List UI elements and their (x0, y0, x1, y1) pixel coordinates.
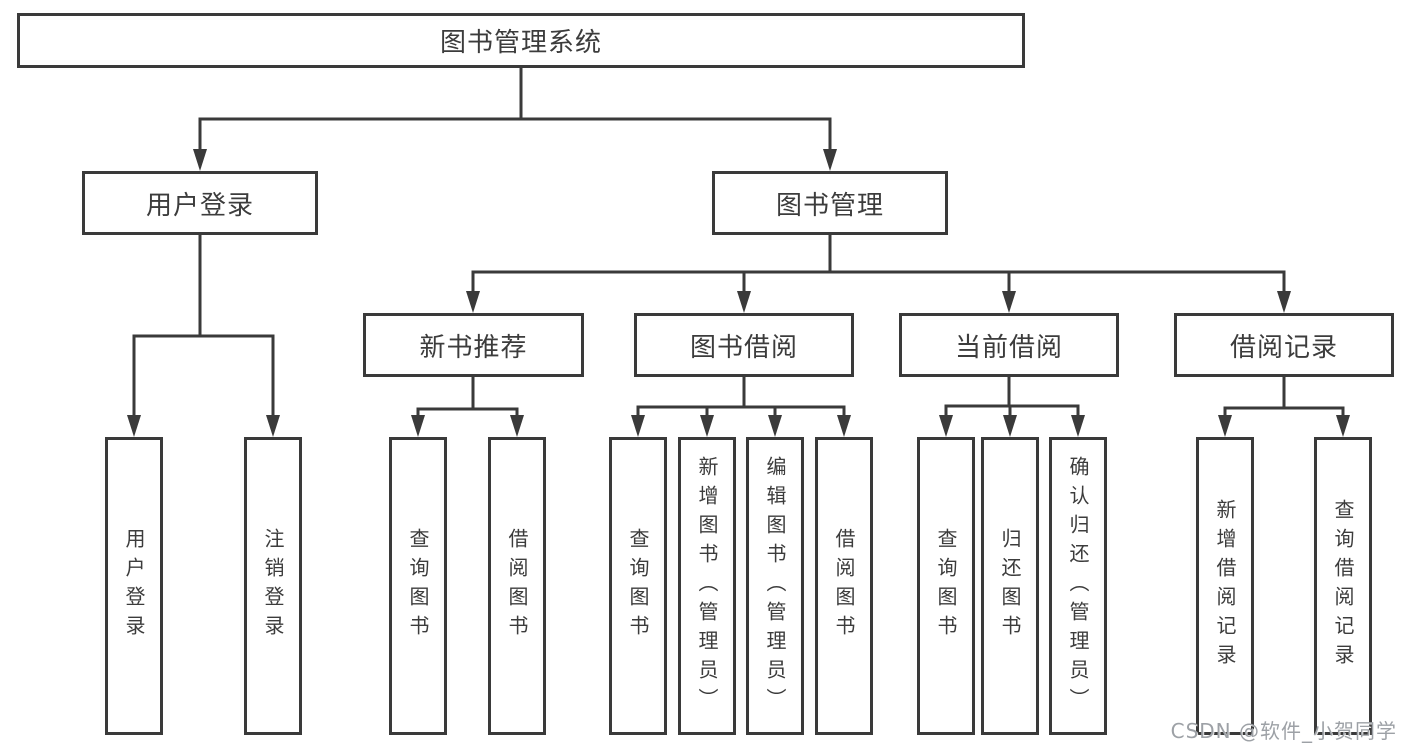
leaf-edit-books-admin-label: 编辑图书（管理员） (763, 455, 787, 717)
connector-book-borrow-children (631, 375, 851, 437)
leaf-query-borrow-record: 查询借阅记录 (1314, 437, 1372, 735)
leaf-user-login-label: 用户登录 (122, 528, 146, 644)
node-borrow-records-label: 借阅记录 (1229, 332, 1338, 363)
node-current-borrow-label: 当前借阅 (954, 332, 1063, 363)
leaf-newbooks-borrow-books-label: 借阅图书 (505, 528, 529, 644)
node-book-mgmt-label: 图书管理 (775, 190, 884, 221)
leaf-edit-books-admin: 编辑图书（管理员） (746, 437, 804, 735)
connector-user-login-children (127, 233, 280, 437)
node-new-books: 新书推荐 (363, 313, 584, 377)
node-book-mgmt: 图书管理 (712, 171, 948, 235)
node-root-label: 图书管理系统 (439, 28, 602, 58)
leaf-newbooks-query-books-label: 查询图书 (406, 528, 430, 644)
leaf-add-borrow-record-label: 新增借阅记录 (1213, 499, 1237, 673)
connector-borrow-records-children (1218, 375, 1350, 437)
connector-root-to-level2 (193, 66, 837, 171)
leaf-query-borrow-record-label: 查询借阅记录 (1331, 499, 1355, 673)
node-book-borrow-label: 图书借阅 (689, 332, 798, 363)
leaf-borrow-borrow-books-label: 借阅图书 (832, 528, 856, 644)
leaf-add-books-admin: 新增图书（管理员） (678, 437, 736, 735)
node-borrow-records: 借阅记录 (1174, 313, 1394, 377)
leaf-borrow-borrow-books: 借阅图书 (815, 437, 873, 735)
connector-book-mgmt-children (466, 233, 1291, 313)
leaf-confirm-return-admin: 确认归还（管理员） (1049, 437, 1107, 735)
leaf-borrow-query-books-label: 查询图书 (626, 528, 650, 644)
leaf-logout-login: 注销登录 (244, 437, 302, 735)
leaf-return-books-label: 归还图书 (998, 528, 1022, 644)
leaf-current-query-books-label: 查询图书 (934, 528, 958, 644)
leaf-add-books-admin-label: 新增图书（管理员） (695, 455, 719, 717)
node-user-login-label: 用户登录 (145, 190, 254, 221)
leaf-return-books: 归还图书 (981, 437, 1039, 735)
node-new-books-label: 新书推荐 (419, 332, 528, 363)
watermark: CSDN @软件_小贺同学 (1170, 719, 1397, 743)
leaf-newbooks-query-books: 查询图书 (389, 437, 447, 735)
node-user-login: 用户登录 (82, 171, 318, 235)
leaf-borrow-query-books: 查询图书 (609, 437, 667, 735)
leaf-add-borrow-record: 新增借阅记录 (1196, 437, 1254, 735)
connector-current-borrow-children (939, 375, 1085, 437)
node-book-borrow: 图书借阅 (634, 313, 854, 377)
leaf-user-login: 用户登录 (105, 437, 163, 735)
leaf-newbooks-borrow-books: 借阅图书 (488, 437, 546, 735)
connector-new-books-children (411, 375, 524, 437)
leaf-confirm-return-admin-label: 确认归还（管理员） (1066, 455, 1090, 717)
leaf-current-query-books: 查询图书 (917, 437, 975, 735)
leaf-logout-login-label: 注销登录 (261, 528, 285, 644)
node-current-borrow: 当前借阅 (899, 313, 1119, 377)
node-root: 图书管理系统 (17, 13, 1025, 68)
